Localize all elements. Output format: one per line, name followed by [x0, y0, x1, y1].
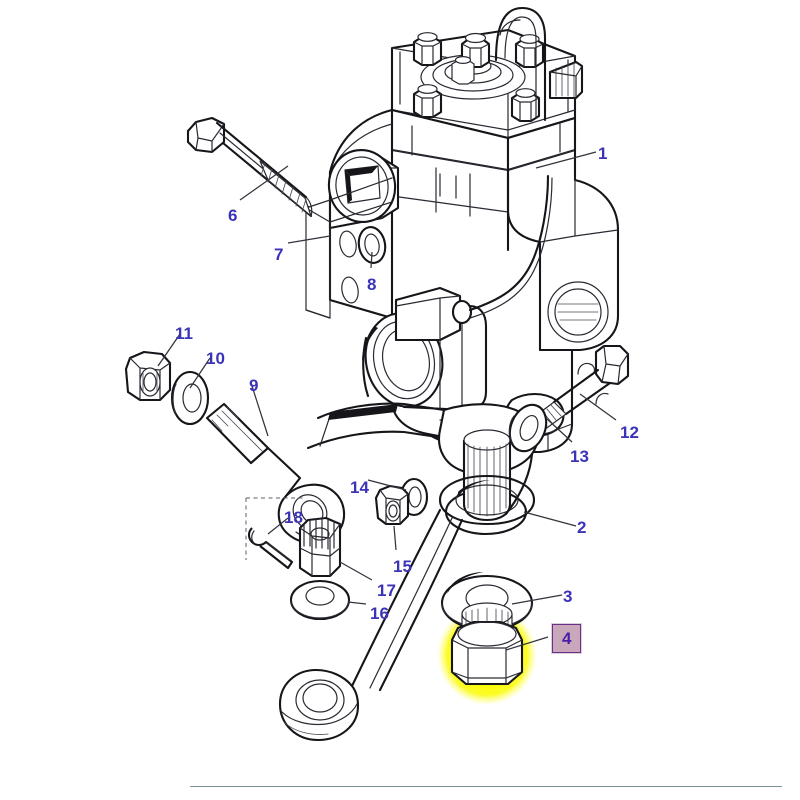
callout-17: 17 [377, 581, 396, 600]
callout-4-highlighted: 4 [552, 624, 582, 653]
callout-18: 18 [284, 508, 303, 527]
callout-1: 1 [598, 144, 608, 163]
part-bolt-long [186, 116, 313, 218]
leader-lines [157, 151, 617, 651]
callout-2: 2 [577, 518, 587, 537]
callout-12: 12 [620, 423, 639, 442]
callout-10: 10 [206, 349, 225, 368]
callout-16: 16 [370, 604, 389, 623]
callout-9: 9 [249, 376, 259, 395]
part-nut-11 [124, 350, 172, 402]
part-nut-4-highlighted [450, 602, 524, 686]
cover-bolts [412, 32, 545, 123]
part-castle-nut-17 [298, 516, 342, 578]
footer-divider-rule [190, 786, 782, 787]
part-nut-15 [374, 484, 410, 526]
callout-6: 6 [228, 206, 238, 225]
callout-7: 7 [274, 245, 284, 264]
part-bolt-12 [533, 344, 630, 431]
callout-13: 13 [570, 447, 589, 466]
bracket-hole-8 [357, 226, 387, 264]
callout-3: 3 [563, 587, 573, 606]
callout-15: 15 [393, 557, 412, 576]
hydraulic-pipe [494, 6, 547, 122]
callout-8: 8 [367, 275, 377, 294]
callout-11: 11 [175, 324, 193, 343]
part-split-pin-18 [245, 497, 306, 570]
part-washer-10 [170, 370, 210, 426]
part-washer-13 [508, 403, 548, 453]
part-mounting-bracket [305, 177, 393, 319]
callout-14: 14 [350, 478, 369, 497]
part-washer-16 [289, 579, 351, 621]
